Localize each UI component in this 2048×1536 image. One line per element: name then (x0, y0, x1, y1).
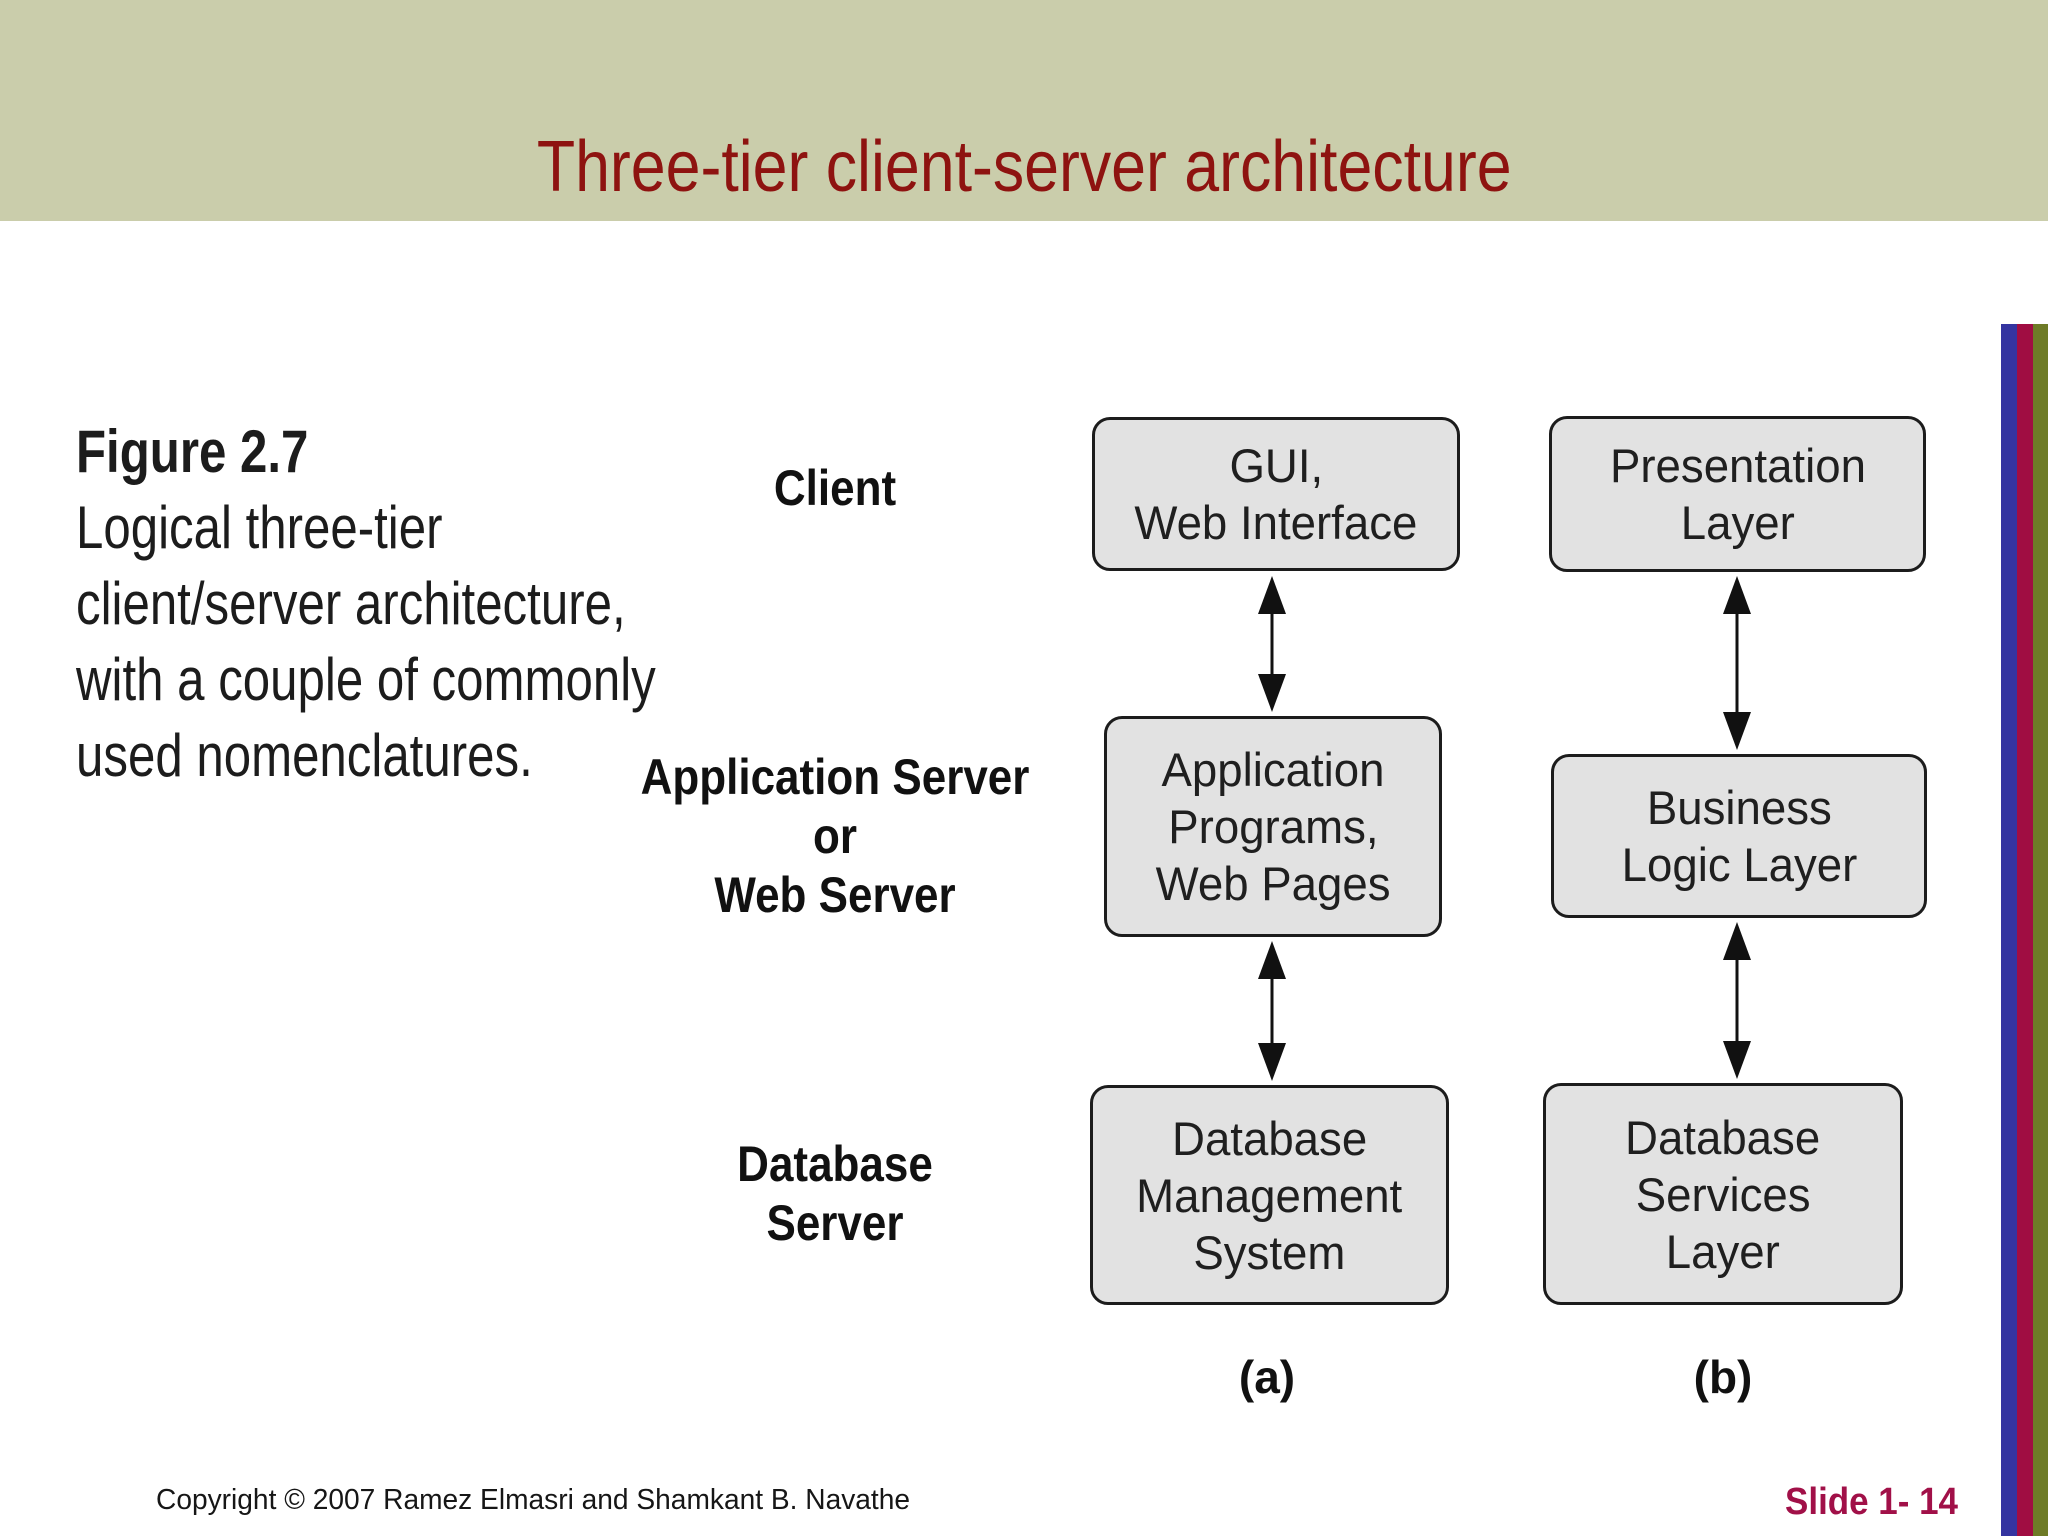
box-gui-web-interface: GUI, Web Interface (1092, 417, 1460, 571)
double-arrow-icon (1722, 922, 1752, 1079)
figure-caption-title: Figure 2.7 (76, 418, 309, 485)
tier-label-line: Application Server (640, 749, 1030, 805)
box-line: GUI, (1229, 439, 1323, 492)
arrow-shaft (1270, 604, 1274, 684)
edge-stripe-blue (2001, 324, 2017, 1536)
tier-label-client: Client (773, 460, 897, 516)
double-arrow-icon (1722, 576, 1752, 750)
figure-caption-line: with a couple of commonly (76, 646, 656, 713)
arrow-head-down (1723, 712, 1751, 750)
arrow-shaft (1735, 950, 1739, 1051)
edge-stripe-crimson (2017, 324, 2033, 1536)
figure-caption-line: Logical three-tier (76, 494, 443, 561)
page-title-text: Three-tier client-server architecture (536, 127, 1512, 207)
box-line: Database (1625, 1110, 1821, 1164)
arrow-head-down (1258, 674, 1286, 712)
box-line: Management (1136, 1168, 1403, 1222)
box-line: Layer (1665, 1224, 1781, 1278)
tier-label-line: Server (766, 1195, 904, 1251)
arrow-head-down (1723, 1041, 1751, 1079)
box-business-logic-layer: Business Logic Layer (1551, 754, 1927, 918)
box-line: Services (1635, 1167, 1811, 1221)
box-application-programs-web-pages: Application Programs, Web Pages (1104, 716, 1442, 937)
box-line: Logic Layer (1621, 838, 1857, 891)
tier-label-application-server: Application Server or Web Server (589, 748, 1082, 925)
arrow-head-down (1258, 1043, 1286, 1081)
box-line: System (1193, 1225, 1346, 1279)
edge-stripe-olive (2033, 324, 2048, 1536)
box-line: Database (1171, 1111, 1368, 1165)
box-line: Presentation (1609, 439, 1866, 492)
column-a-tag: (a) (1238, 1351, 1296, 1403)
tier-label-database-server: Database Server (716, 1135, 954, 1253)
tier-label-line: Database (737, 1136, 933, 1192)
header-band: Three-tier client-server architecture (0, 0, 2048, 221)
double-arrow-icon (1257, 576, 1287, 712)
box-line: Business (1646, 781, 1832, 834)
box-line: Application (1161, 743, 1385, 796)
slide-number: Slide 1- 14 (1785, 1481, 1958, 1523)
copyright-text: Copyright © 2007 Ramez Elmasri and Shamk… (156, 1484, 911, 1516)
figure-caption-line: client/server architecture, (76, 570, 626, 637)
box-database-management-system: Database Management System (1090, 1085, 1449, 1305)
box-line: Web Pages (1155, 857, 1391, 910)
box-line: Layer (1680, 496, 1795, 549)
tier-label-line: Web Server (714, 867, 956, 923)
arrow-shaft (1270, 969, 1274, 1053)
column-b-tag: (b) (1693, 1351, 1753, 1403)
page-title: Three-tier client-server architecture (0, 130, 2048, 204)
tier-label-line: or (813, 808, 857, 864)
arrow-shaft (1735, 604, 1739, 722)
figure-caption-line: used nomenclatures. (76, 722, 533, 789)
box-line: Web Interface (1134, 496, 1418, 549)
box-database-services-layer: Database Services Layer (1543, 1083, 1903, 1305)
double-arrow-icon (1257, 941, 1287, 1081)
figure-caption: Figure 2.7 Logical three-tier client/ser… (76, 414, 666, 794)
box-presentation-layer: Presentation Layer (1549, 416, 1926, 572)
box-line: Programs, (1167, 800, 1379, 853)
